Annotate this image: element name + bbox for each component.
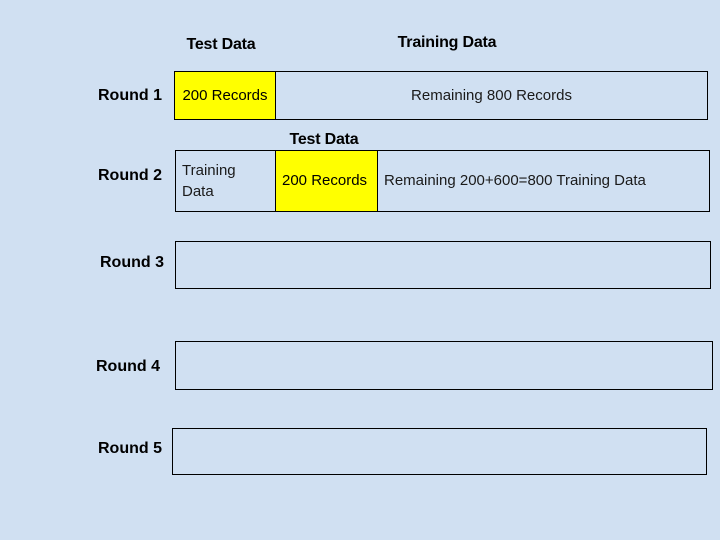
round2-training-data-right-cell: Remaining 200+600=800 Training Data [378,151,709,211]
round-label-4: Round 4 [96,358,160,375]
round-label-3: Round 3 [100,254,164,271]
round2-test-data-text: 200 Records [282,172,368,190]
round1-test-data-text: 200 Records [182,86,268,104]
round-row-4 [175,341,713,390]
round-row-5 [172,428,707,475]
round1-training-data-cell: Remaining 800 Records [276,72,707,119]
round-row-1: 200 Records Remaining 800 Records [174,71,708,120]
caption-training-data-round1: Training Data [397,34,497,51]
round1-training-data-text: Remaining 800 Records [411,86,572,104]
round-row-2: Training Data 200 Records Remaining 200+… [175,150,710,212]
round-label-2: Round 2 [98,167,162,184]
round-label-5: Round 5 [98,440,162,457]
round2-test-data-cell: 200 Records [276,151,378,211]
round-label-1: Round 1 [98,87,162,104]
caption-test-data-round2: Test Data [289,131,359,148]
round2-training-data-left-text: Training Data [182,161,236,200]
round2-training-data-left-cell: Training Data [176,151,276,211]
round-row-3 [175,241,711,289]
caption-test-data-round1: Test Data [186,36,256,53]
round1-test-data-cell: 200 Records [175,72,276,119]
round2-training-data-right-text: Remaining 200+600=800 Training Data [384,172,646,190]
